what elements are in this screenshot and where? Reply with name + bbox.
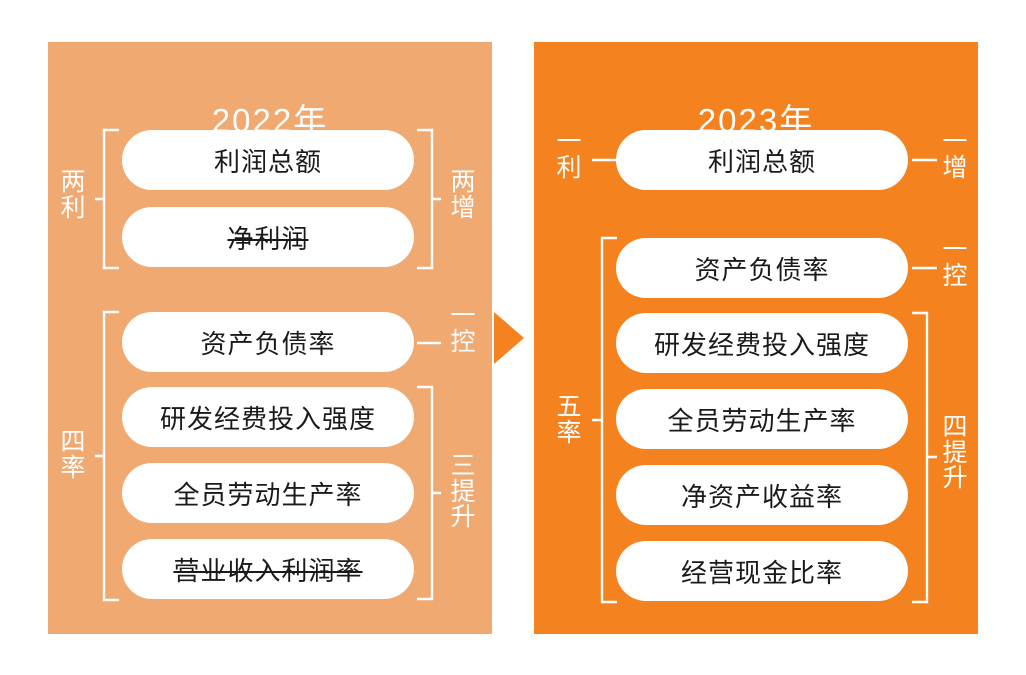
group-label-line: 四	[942, 413, 968, 441]
group-label-line: 升	[450, 503, 476, 531]
connector-one-control-2022	[417, 341, 441, 345]
panel-2022: 2022年 利润总额 净利润 资产负债率 研发经费投入强度 全员劳动生产率 营业…	[48, 42, 492, 634]
bracket-three-improvements-2022	[417, 385, 441, 601]
group-label-line: 五	[556, 393, 582, 421]
connector-one-profit-2023	[592, 158, 617, 162]
metric-box-rnd-intensity-2023[interactable]: 研发经费投入强度	[616, 313, 908, 373]
transition-arrow-icon	[494, 312, 524, 364]
group-label-line: 升	[942, 464, 968, 492]
metric-box-debt-ratio-2022[interactable]: 资产负债率	[122, 312, 414, 372]
group-label-line: 率	[556, 418, 582, 447]
group-label-five-rates-2023: 五 率	[554, 393, 584, 447]
metric-box-labor-productivity-2023[interactable]: 全员劳动生产率	[616, 389, 908, 449]
group-label-line: 增	[450, 193, 476, 222]
group-label-four-improvements-2023: 四 提 升	[940, 413, 970, 492]
group-label-line: 利	[556, 153, 582, 182]
group-label-four-rates-2022: 四 率	[58, 428, 88, 482]
group-label-line: 一	[556, 128, 582, 156]
group-label-line: 四	[60, 428, 86, 456]
group-label-line: 控	[942, 261, 968, 290]
metric-box-profit-total-2022[interactable]: 利润总额	[122, 130, 414, 190]
group-label-two-increases-2022: 两 增	[448, 168, 478, 222]
group-label-line: 控	[450, 327, 476, 356]
bracket-two-increases-2022	[417, 128, 441, 270]
group-label-line: 两	[450, 168, 476, 196]
group-label-line: 两	[60, 168, 86, 196]
bracket-two-profits-2022	[95, 128, 119, 270]
group-label-one-control-2023: 一 控	[940, 236, 970, 290]
metric-box-labor-productivity-2022[interactable]: 全员劳动生产率	[122, 463, 414, 523]
group-label-one-profit-2023: 一 利	[554, 128, 584, 182]
group-label-one-control-2022: 一 控	[448, 302, 478, 356]
group-label-one-increase-2023: 一 增	[940, 128, 970, 182]
group-label-line: 提	[942, 438, 968, 467]
connector-one-control-2023	[912, 266, 937, 270]
group-label-three-improvements-2022: 三 提 升	[448, 452, 478, 531]
metric-box-revenue-profit-ratio-2022[interactable]: 营业收入利润率	[122, 539, 414, 599]
metric-box-operating-cash-ratio-2023[interactable]: 经营现金比率	[616, 541, 908, 601]
group-label-line: 提	[450, 477, 476, 506]
group-label-line: 增	[942, 153, 968, 182]
bracket-four-rates-2022	[95, 310, 119, 602]
metric-box-rnd-intensity-2022[interactable]: 研发经费投入强度	[122, 387, 414, 447]
group-label-line: 利	[60, 193, 86, 222]
bracket-four-improvements-2023	[912, 311, 937, 604]
metric-box-net-profit-2022[interactable]: 净利润	[122, 207, 414, 267]
metric-box-profit-total-2023[interactable]: 利润总额	[616, 130, 908, 190]
group-label-line: 率	[60, 453, 86, 482]
metric-box-roe-2023[interactable]: 净资产收益率	[616, 465, 908, 525]
group-label-two-profits-2022: 两 利	[58, 168, 88, 222]
group-label-line: 一	[450, 302, 476, 330]
group-label-line: 一	[942, 128, 968, 156]
group-label-line: 三	[450, 452, 476, 480]
metric-box-debt-ratio-2023[interactable]: 资产负债率	[616, 238, 908, 298]
bracket-five-rates-2023	[592, 236, 617, 604]
connector-one-increase-2023	[912, 158, 937, 162]
group-label-line: 一	[942, 236, 968, 264]
panel-2023: 2023年 利润总额 资产负债率 研发经费投入强度 全员劳动生产率 净资产收益率…	[534, 42, 978, 634]
